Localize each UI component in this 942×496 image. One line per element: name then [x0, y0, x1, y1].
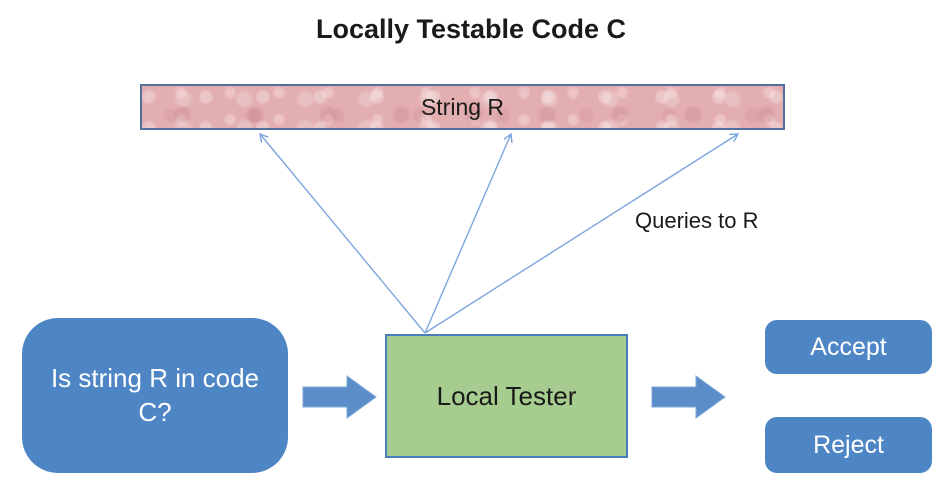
accept-box: Accept	[765, 320, 932, 374]
string-r-label: String R	[420, 93, 505, 120]
queries-to-r-label: Queries to R	[635, 208, 759, 233]
question-box: Is string R in code C?	[22, 318, 288, 473]
question-box-label: Is string R in code C?	[50, 362, 260, 427]
right-block-arrow-output	[651, 375, 726, 419]
reject-box: Reject	[765, 417, 932, 473]
query-arrow-middle	[424, 134, 511, 334]
accept-label: Accept	[810, 332, 887, 361]
reject-label: Reject	[813, 430, 884, 459]
slide-title: Locally Testable Code C	[315, 14, 627, 44]
local-tester-box: Local Tester	[385, 334, 628, 458]
right-block-arrow-input	[302, 375, 377, 419]
string-r-bar: String R	[140, 84, 785, 130]
query-arrow-left	[260, 134, 426, 334]
local-tester-label: Local Tester	[436, 380, 577, 411]
